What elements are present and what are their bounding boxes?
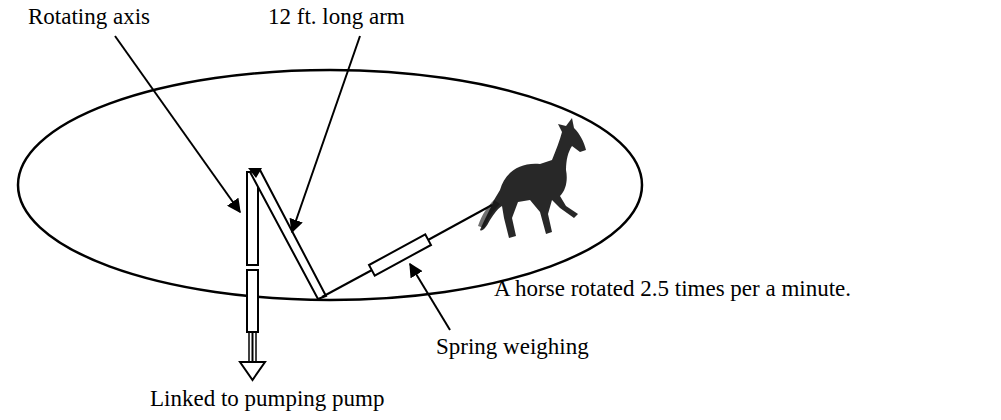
leader-line <box>115 36 240 212</box>
axis-top <box>248 168 262 178</box>
spring-label: Spring weighing <box>436 334 589 360</box>
pump-arrow-head <box>240 362 265 380</box>
rope <box>322 270 372 297</box>
pump-shaft-edge <box>255 332 257 362</box>
arm <box>250 170 326 299</box>
leader-line <box>410 264 450 330</box>
leader-line <box>292 36 360 232</box>
axis-label: Rotating axis <box>28 4 150 30</box>
track-ellipse <box>18 70 642 300</box>
arm-label: 12 ft. long arm <box>268 4 405 30</box>
pump-shaft-edge <box>248 332 250 362</box>
axis-lower <box>247 270 258 332</box>
horse-note: A horse rotated 2.5 times per a minute. <box>494 276 851 302</box>
horse <box>478 118 586 238</box>
pump-shaft <box>252 332 254 362</box>
pump-label: Linked to pumping pump <box>150 386 384 412</box>
spring-scale <box>369 234 431 275</box>
